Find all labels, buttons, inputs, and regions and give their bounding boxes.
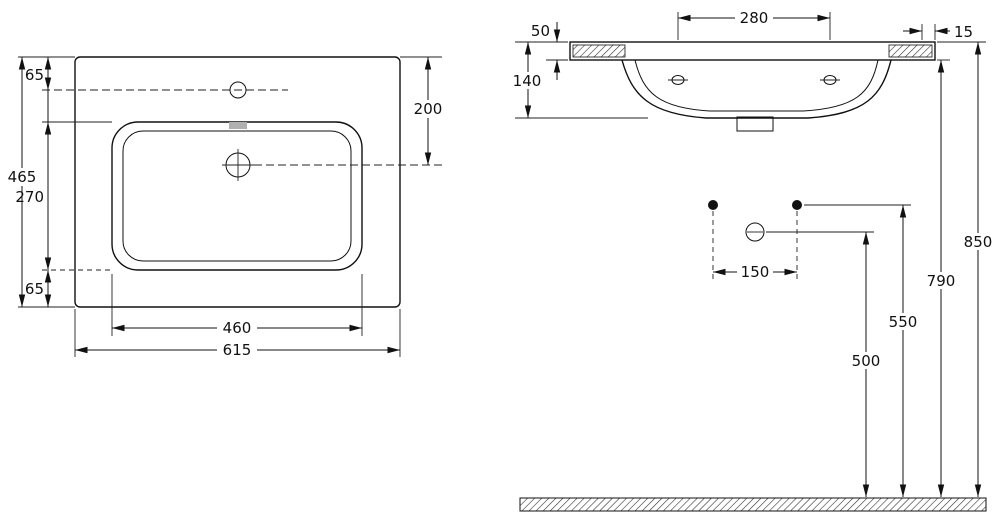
dim-label-bg [217,341,257,359]
dim-front-offset: 65 [25,280,44,298]
overflow-slot [229,122,247,129]
dim-label-bg [886,313,920,330]
fixing-hole [671,75,685,85]
basin-outline-top-view [74,56,401,308]
basin-rim-inner [122,130,352,262]
dim-label-bg [7,168,38,186]
fixing-hole-right [820,75,840,85]
drain-outlet-box [736,116,774,132]
dim-label-bg [735,9,773,26]
dim-drain-position: 200 [414,100,443,118]
dim-basin-width: 460 [223,319,252,337]
drain-symbol [222,149,254,181]
dim-edge-offset: 15 [954,23,973,41]
dim-label-bg [849,352,883,369]
bowl-inner-profile [634,59,879,112]
dim-basin-depth: 270 [15,188,44,206]
trap-outlet-circle [745,222,765,242]
dim-anchor-spacing: 150 [741,263,770,281]
dim-fixing-hole-spacing: 280 [740,9,769,27]
tap-hole [229,81,247,99]
dim-rim-top-height: 850 [964,233,993,251]
dim-label-bg [217,319,257,337]
dim-label-bg [961,233,995,250]
dim-body-bottom-height: 790 [927,272,956,290]
wall-anchor-point-left [708,200,718,210]
top-view: 465 65 270 65 200 460 615 [7,56,445,359]
rim-hatch-left [572,44,626,58]
rim-section [569,41,936,61]
floor-hatch [519,497,987,512]
dim-overall-depth: 465 [8,168,37,186]
dim-rim-thickness: 50 [531,22,550,40]
dim-body-height: 140 [513,72,542,90]
dim-label-bg [737,263,773,280]
dim-label-bg [924,272,958,289]
dim-overall-width: 615 [223,341,252,359]
bowl-outer-profile [621,59,892,119]
basin-rim-outer [111,121,363,271]
dim-label-bg [412,100,445,118]
trap-outlet-symbol [745,222,765,242]
fixing-hole-left [668,75,688,85]
dim-label-bg [511,72,544,89]
fixing-hole [823,75,837,85]
dim-anchor-height: 550 [889,313,918,331]
wall-anchor-point-right [792,200,802,210]
dim-trap-height: 500 [852,352,881,370]
rim-hatch-right [888,44,933,58]
front-view: 280 50 140 15 150 850 790 [511,9,995,512]
dim-tap-offset: 65 [25,66,44,84]
